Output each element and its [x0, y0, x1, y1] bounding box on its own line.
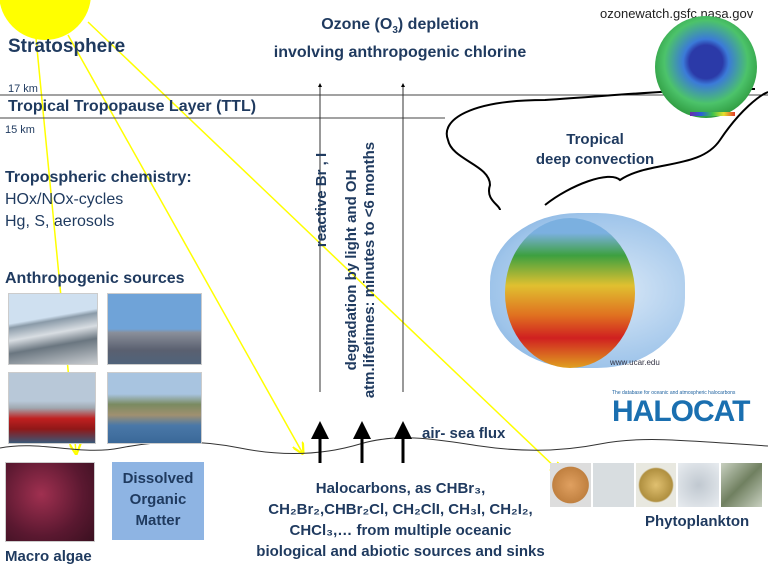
dom-line1: Dissolved: [122, 470, 194, 487]
stratosphere-label: Stratosphere: [8, 36, 126, 57]
phyto-photo-3: [635, 463, 677, 507]
km15-label: 15 km: [5, 124, 35, 136]
ttl-label: Tropical Tropopause Layer (TTL): [8, 98, 257, 115]
halocat-tagline: The database for oceanic and atmospheric…: [612, 390, 736, 396]
atmospheric-circulation-globe: www.ucar.edu: [490, 208, 685, 373]
globe-earth: [505, 218, 635, 368]
sun: [0, 0, 91, 40]
anthropogenic-sources-label: Anthropogenic sources: [5, 270, 185, 287]
km17-label: 17 km: [8, 83, 38, 95]
phyto-photo-2: [592, 463, 634, 507]
macro-algae-label: Macro algae: [5, 548, 92, 565]
title-line2: involving anthropogenic chlorine: [273, 44, 527, 62]
title-part: ) depletion: [397, 16, 479, 33]
ozone-hole-map: [655, 16, 757, 118]
pipeline-photo: [8, 293, 98, 365]
phytoplankton-photos: [550, 463, 762, 507]
degradation-label: degradation by light and OH: [343, 169, 360, 371]
convection-label: Tropical deep convection: [520, 130, 670, 170]
tropo-line1: HOx/NOx-cycles: [5, 191, 124, 208]
sunray-to-phytoplankton: [87, 21, 560, 472]
reactive-br-i-label: reactive Br , I: [313, 152, 330, 248]
convection-line2: deep convection: [535, 151, 655, 168]
title-part: Ozone (O: [321, 16, 393, 33]
ozone-scale-bar: [690, 112, 735, 116]
dom-line2: Organic: [129, 491, 187, 508]
air-sea-flux-label: air- sea flux: [422, 425, 506, 442]
phytoplankton-label: Phytoplankton: [645, 513, 750, 530]
dom-box: Dissolved Organic Matter: [112, 462, 204, 540]
phyto-photo-1: [550, 463, 591, 507]
phyto-photo-4: [678, 463, 720, 507]
tropo-line2: Hg, S, aerosols: [5, 213, 115, 230]
halocat-logo: The database for oceanic and atmospheric…: [612, 390, 762, 428]
macro-algae-photo: [5, 462, 95, 542]
phyto-photo-5: [721, 463, 762, 507]
lifetimes-label: atm.lifetimes: minutes to <6 months: [361, 141, 378, 399]
dom-line3: Matter: [135, 512, 181, 529]
tanker-ship-photo: [8, 372, 96, 444]
ocean-surface-wave: [0, 437, 768, 455]
sunray-to-ocean: [67, 34, 302, 452]
halocarbons-text: Halocarbons, as CHBr₃, CH₂Br₂,CHBr₂Cl, C…: [228, 478, 573, 562]
coastal-landscape-photo: [107, 372, 202, 444]
globe-credit: www.ucar.edu: [610, 358, 660, 367]
halocarbons-line1: Halocarbons, as CHBr₃,: [315, 480, 486, 497]
halocarbons-line2: CH₂Br₂,CHBr₂Cl, CH₂ClI, CH₃I, CH₂I₂,: [268, 501, 533, 518]
halocarbons-line4: biological and abiotic sources and sinks: [256, 543, 545, 560]
convection-line1: Tropical: [566, 131, 624, 148]
halocat-name: HALOCAT: [612, 395, 750, 428]
page-title: Ozone (O3) depletion involving anthropog…: [240, 14, 560, 64]
tropo-heading: Tropospheric chemistry:: [5, 169, 192, 186]
halocarbons-line3: CHCl₃,… from multiple oceanic: [289, 522, 512, 539]
title-subscript: 3: [392, 25, 398, 37]
ozone-credit: ozonewatch.gsfc.nasa.gov: [600, 6, 754, 21]
tropospheric-chemistry: Tropospheric chemistry: HOx/NOx-cycles H…: [5, 167, 192, 233]
city-skyline-photo: [107, 293, 202, 365]
